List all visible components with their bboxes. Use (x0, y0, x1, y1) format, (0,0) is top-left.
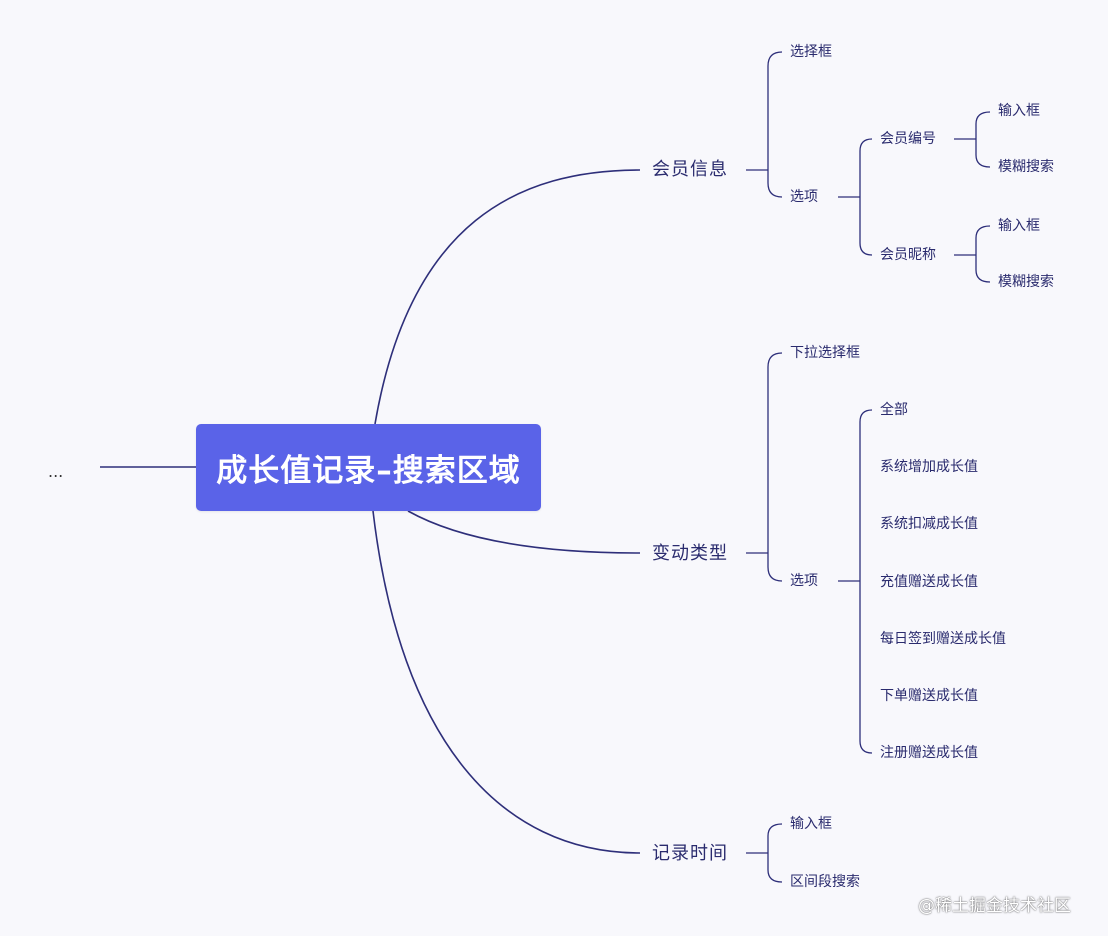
node-member-no[interactable]: 会员编号 (880, 131, 936, 147)
node-member-info[interactable]: 会员信息 (652, 159, 728, 180)
connector-root-record-time (372, 510, 641, 854)
node-change-type[interactable]: 变动类型 (652, 543, 728, 564)
bracket-member-options (859, 138, 873, 256)
node-change-option-item[interactable]: 每日签到赠送成长值 (880, 631, 1006, 647)
watermark: @稀土掘金技术社区 (918, 896, 1071, 916)
bracket-member-info (767, 51, 783, 198)
bracket-change-options (859, 409, 873, 754)
bracket-member-no (975, 111, 991, 168)
bracket-member-nickname (975, 225, 991, 283)
collapsed-indicator[interactable]: ... (48, 462, 64, 481)
node-change-option-item[interactable]: 系统扣减成长值 (880, 516, 978, 532)
node-change-option-item[interactable]: 下单赠送成长值 (880, 688, 978, 704)
node-member-nickname[interactable]: 会员昵称 (880, 247, 936, 263)
node-change-dropdown[interactable]: 下拉选择框 (790, 345, 860, 361)
node-change-option-item[interactable]: 充值赠送成长值 (880, 574, 978, 590)
node-change-option-item[interactable]: 注册赠送成长值 (880, 745, 978, 761)
node-change-option-item[interactable]: 系统增加成长值 (880, 459, 978, 475)
bracket-record-time (767, 823, 783, 883)
node-change-options[interactable]: 选项 (790, 573, 818, 589)
node-member-select-box[interactable]: 选择框 (790, 44, 832, 60)
bracket-change-type (767, 352, 783, 582)
connector-root-member-info (374, 169, 641, 425)
root-node[interactable]: 成长值记录–搜索区域 (196, 424, 541, 511)
node-member-no-fuzzy[interactable]: 模糊搜索 (998, 159, 1054, 175)
node-member-options[interactable]: 选项 (790, 189, 818, 205)
node-change-option-item[interactable]: 全部 (880, 402, 908, 418)
node-record-time[interactable]: 记录时间 (652, 843, 728, 864)
node-record-time-range[interactable]: 区间段搜索 (790, 874, 860, 890)
node-member-nickname-fuzzy[interactable]: 模糊搜索 (998, 274, 1054, 290)
node-record-time-input[interactable]: 输入框 (790, 816, 832, 832)
node-member-no-input[interactable]: 输入框 (998, 103, 1040, 119)
node-member-nickname-input[interactable]: 输入框 (998, 218, 1040, 234)
connector-root-change-type (407, 510, 641, 554)
